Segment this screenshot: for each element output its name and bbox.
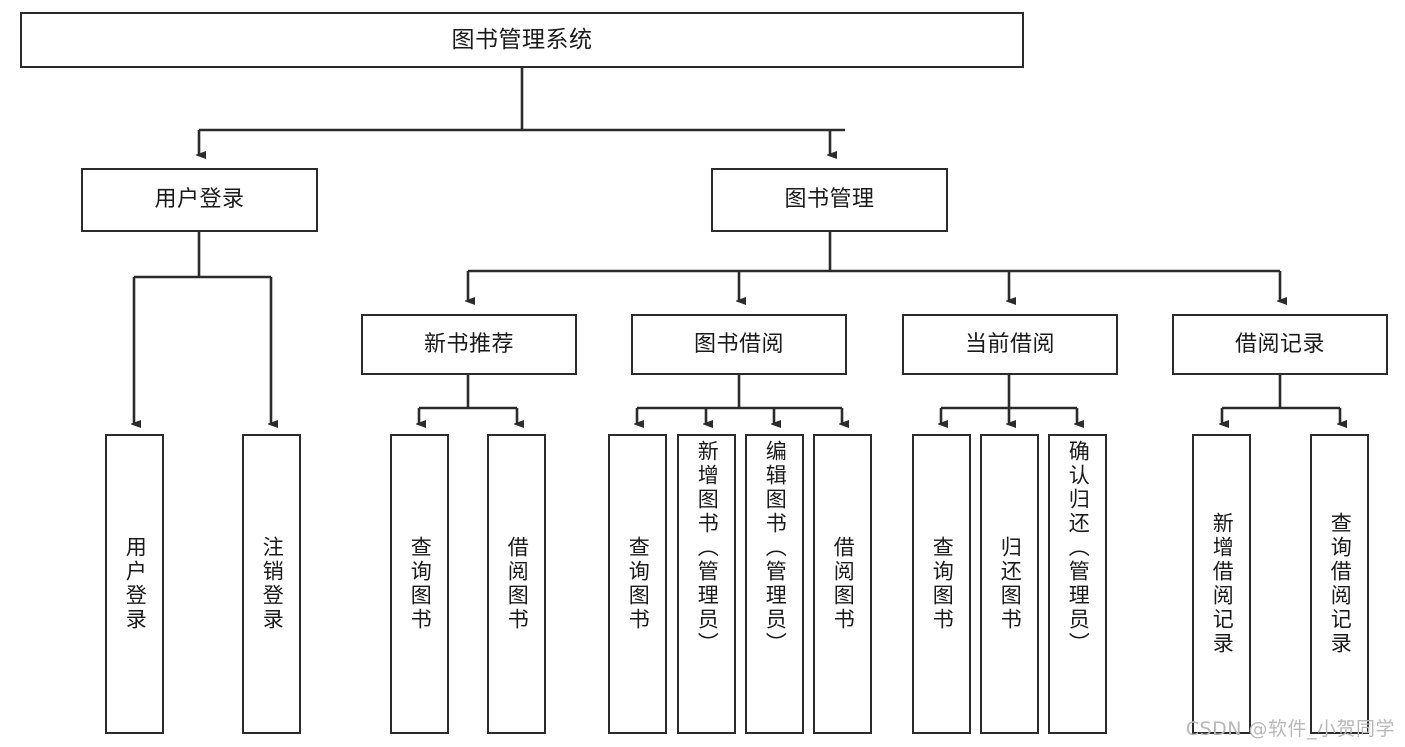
node-current-borrow[interactable]: 当前借阅 [902,314,1118,375]
leaf-current-borrow-return-books[interactable]: 归还图书 [980,434,1039,734]
node-label: 归还图书 [998,536,1023,632]
leaf-borrow-record-add-record[interactable]: 新增借阅记录 [1192,434,1251,734]
leaf-current-borrow-confirm-return-admin[interactable]: 确认归还（管理员） [1048,434,1107,734]
node-book-management-system[interactable]: 图书管理系统 [20,12,1024,68]
node-label: 用户登录 [123,536,148,632]
node-label: 新书推荐 [423,331,514,357]
leaf-book-borrow-add-book-admin[interactable]: 新增图书（管理员） [677,434,736,734]
node-label: 图书管理系统 [451,26,593,53]
leaf-book-borrow-edit-book-admin[interactable]: 编辑图书（管理员） [745,434,804,734]
node-book-borrow[interactable]: 图书借阅 [631,314,847,375]
leaf-new-book-borrow-books[interactable]: 借阅图书 [487,434,546,734]
node-label: 查询图书 [930,536,955,632]
node-label: 借阅记录 [1234,331,1325,357]
node-label: 新增图书（管理员） [695,440,720,656]
node-label: 确认归还（管理员） [1066,440,1091,656]
node-label: 用户登录 [154,187,245,213]
node-label: 借阅图书 [831,536,856,632]
node-label: 新增借阅记录 [1210,512,1235,656]
leaf-user-login-logout[interactable]: 注销登录 [242,434,301,734]
node-label: 当前借阅 [964,331,1055,357]
leaf-current-borrow-query-books[interactable]: 查询图书 [912,434,971,734]
node-label: 图书借阅 [693,331,784,357]
node-label: 借阅图书 [505,536,530,632]
leaf-book-borrow-query-books[interactable]: 查询图书 [608,434,667,734]
node-book-management[interactable]: 图书管理 [711,168,948,232]
node-label: 编辑图书（管理员） [763,440,788,656]
leaf-user-login-login[interactable]: 用户登录 [105,434,164,734]
node-label: 查询图书 [626,536,651,632]
watermark-text: CSDN @软件_小贺同学 [1185,718,1395,740]
leaf-book-borrow-borrow-books[interactable]: 借阅图书 [813,434,872,734]
leaf-new-book-query-books[interactable]: 查询图书 [390,434,449,734]
node-user-login[interactable]: 用户登录 [81,168,318,232]
node-label: 查询借阅记录 [1328,512,1353,656]
node-borrow-record[interactable]: 借阅记录 [1172,314,1388,375]
node-new-book-recommend[interactable]: 新书推荐 [361,314,577,375]
leaf-borrow-record-query-record[interactable]: 查询借阅记录 [1310,434,1369,734]
node-label: 图书管理 [784,187,875,213]
node-label: 查询图书 [408,536,433,632]
node-label: 注销登录 [260,536,285,632]
